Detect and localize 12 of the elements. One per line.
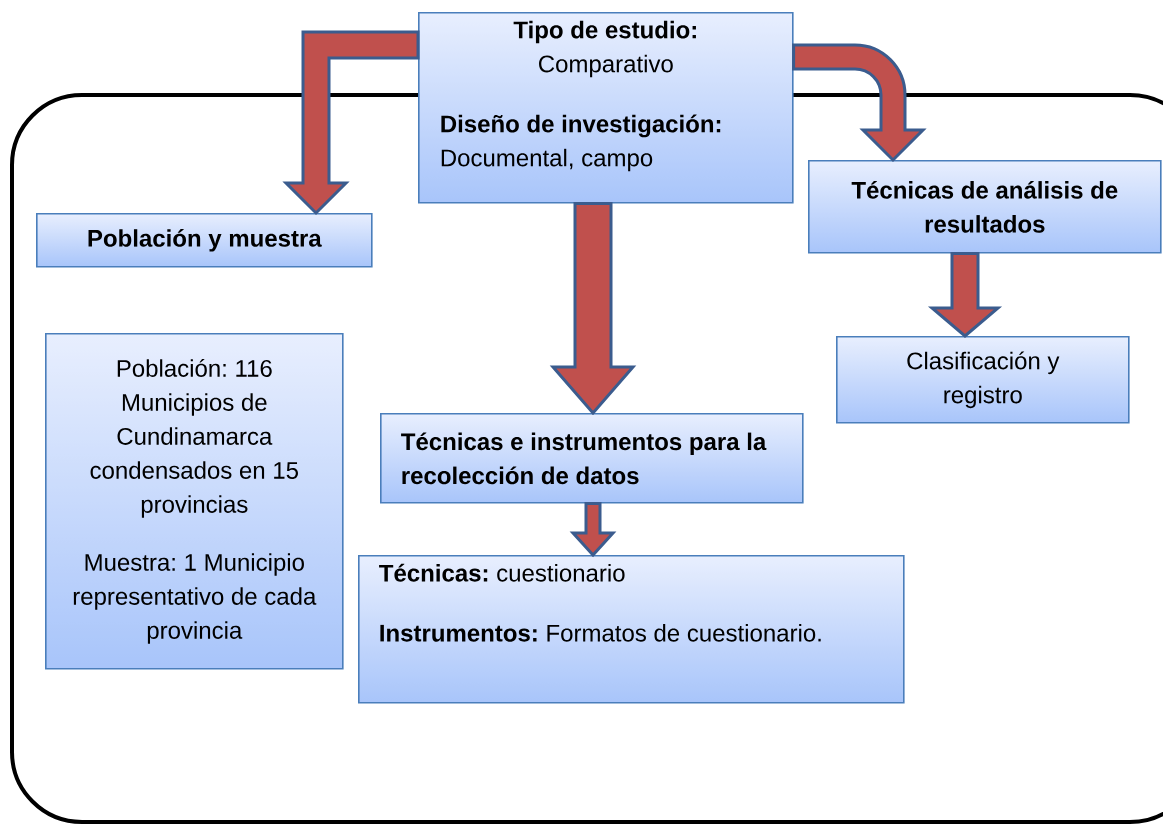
- process-box: Tipo de estudio: Comparativo Diseño de investigación: Documental, campo: [418, 12, 794, 204]
- block-arrow: [282, 30, 420, 216]
- block-arrow: [792, 43, 925, 162]
- block-arrow: [927, 252, 1003, 338]
- heading-box: Técnicas e instrumentos para la recolección de datos: [380, 413, 804, 504]
- block-arrow: [549, 202, 637, 416]
- process-box: Técnicas: cuestionario Instrumentos: Formatos de cuestionario.: [358, 555, 905, 704]
- heading-box: Técnicas de análisis de resultados: [808, 160, 1162, 254]
- process-box: Población: 116 Municipios de Cundinamarca condensados en 15 provincias Muestra: 1 Municipio representativo de cada provincia: [45, 333, 344, 670]
- heading-box: Población y muestra: [36, 213, 373, 268]
- process-box: Clasificación y registro: [836, 336, 1130, 424]
- block-arrow: [569, 502, 617, 558]
